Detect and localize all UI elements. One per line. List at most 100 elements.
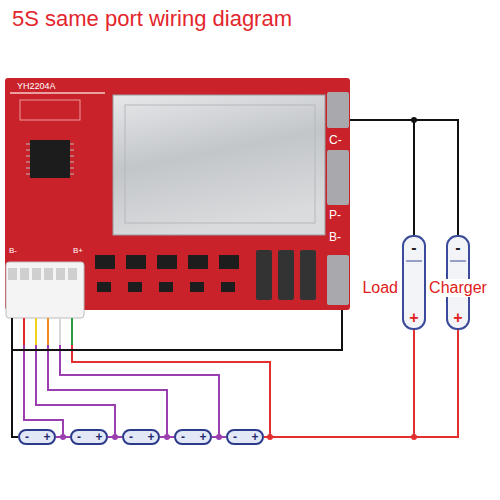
small-mosfets [219, 255, 239, 269]
polarity-mark: - [233, 431, 237, 443]
device-label: Charger [427, 279, 489, 297]
control-chip [70, 156, 74, 157]
polarity-mark: - [455, 240, 460, 256]
battery-cell: -+ [18, 429, 56, 445]
battery-cell: -+ [70, 429, 108, 445]
device-label: Load [360, 279, 400, 297]
balance-wires [71, 318, 73, 345]
small-mosfets [97, 282, 111, 292]
polarity-mark: - [181, 431, 185, 443]
load-device: Load-+ [402, 235, 426, 330]
wire [108, 436, 122, 438]
terminal-pads [327, 92, 349, 305]
polarity-mark: + [453, 310, 462, 326]
outline [227, 430, 263, 444]
small-mosfets [126, 255, 146, 269]
pcb-board [10, 92, 105, 94]
polarity-mark: - [77, 431, 81, 443]
balance-wires [48, 345, 167, 437]
pcb-board [5, 78, 350, 310]
control-chip [70, 144, 74, 145]
polarity-mark: + [251, 431, 258, 443]
wire [160, 436, 174, 438]
charger-device: Charger-+ [446, 235, 470, 330]
small-mosfets [159, 282, 173, 292]
control-chip [26, 140, 74, 178]
silkscreen-label: B- [9, 247, 17, 255]
junction-dots [60, 117, 417, 440]
polarity-mark: - [25, 431, 29, 443]
wire [212, 436, 226, 438]
power-mosfets [256, 250, 316, 300]
balance-wires [59, 318, 61, 345]
control-chip [26, 144, 30, 145]
outline [175, 430, 211, 444]
heatsink [113, 95, 325, 235]
silkscreen-label: YH2204A [17, 82, 56, 91]
balance-wires [47, 318, 49, 345]
power-mosfets [256, 250, 272, 300]
wire [350, 120, 414, 235]
wire [12, 310, 342, 437]
outline [71, 430, 107, 444]
small-mosfets [95, 255, 115, 269]
wire [56, 436, 70, 438]
cap-line [450, 261, 466, 262]
balance-connector [44, 268, 53, 280]
diagram-title: 5S same port wiring diagram [12, 8, 292, 30]
control-chip [26, 156, 30, 157]
balance-connector [68, 268, 77, 280]
polarity-mark: - [411, 240, 416, 256]
terminal-pads [327, 92, 349, 128]
balance-connector [8, 268, 17, 280]
power-mosfets [278, 250, 294, 300]
control-chip [70, 150, 74, 151]
terminal-pads [327, 255, 349, 305]
small-mosfets [157, 255, 177, 269]
control-chip [26, 150, 30, 151]
pcb-board [20, 100, 80, 120]
cap-line [406, 261, 422, 262]
silkscreen-label: C- [329, 134, 342, 146]
outline [403, 236, 425, 329]
control-chip [26, 144, 74, 174]
heatsink [125, 105, 315, 223]
balance-wires [12, 318, 270, 437]
small-mosfets [221, 282, 235, 292]
control-chip [70, 162, 74, 163]
small-mosfets [190, 282, 204, 292]
wire [350, 120, 458, 235]
balance-connector [20, 268, 29, 280]
balance-wires [23, 318, 25, 345]
wire [264, 330, 414, 437]
small-mosfets [188, 255, 208, 269]
small-mosfets [128, 282, 142, 292]
polarity-mark: + [95, 431, 102, 443]
pcb-board [5, 78, 350, 310]
polarity-mark: + [43, 431, 50, 443]
polarity-mark: + [409, 310, 418, 326]
control-chip [30, 140, 70, 178]
polarity-mark: + [147, 431, 154, 443]
battery-cell: -+ [122, 429, 160, 445]
power-mosfets [300, 250, 316, 300]
battery-cell: -+ [174, 429, 212, 445]
control-chip [70, 174, 74, 175]
battery-cell: -+ [226, 429, 264, 445]
balance-connector [6, 262, 84, 318]
bms-board: YH2204AC-P-B-B-B+ [5, 78, 350, 310]
silkscreen-label: B- [329, 231, 341, 243]
silkscreen-label: B+ [73, 247, 83, 255]
control-chip [70, 168, 74, 169]
small-mosfets [95, 255, 239, 292]
balance-connector [56, 268, 65, 280]
outline [19, 430, 55, 444]
balance-connector [32, 268, 41, 280]
control-chip [26, 162, 30, 163]
wire [264, 330, 458, 437]
terminal-pads [327, 150, 349, 205]
balance-connector [6, 262, 84, 318]
control-chip [26, 174, 30, 175]
balance-wires [35, 318, 37, 345]
heatsink [113, 95, 325, 235]
